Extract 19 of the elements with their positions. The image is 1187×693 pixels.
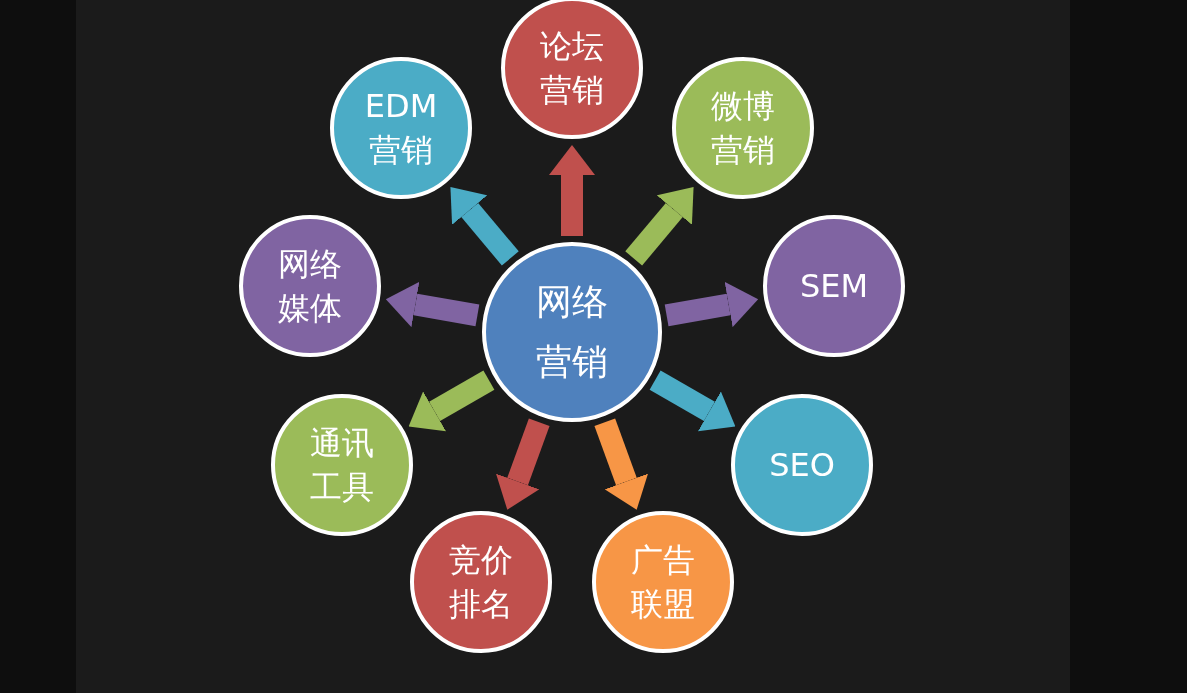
arrow [450,187,519,266]
circle-label: 广告联盟 [630,540,696,625]
arrow [649,370,736,432]
circle-label: 网络营销 [535,280,609,384]
arrow [625,187,694,266]
circle-label: SEM [798,266,870,307]
arrow [594,418,648,510]
circle-label: 竞价排名 [448,540,514,625]
circle-label: 网络媒体 [277,244,343,329]
circle-label: 论坛营销 [539,26,605,111]
arrow [385,281,480,328]
circle-label: EDM营销 [363,86,439,171]
circle-label: SEO [768,445,836,486]
circle-label: 微博营销 [710,86,776,171]
circle-label: 通讯工具 [309,423,375,508]
arrow [549,145,595,236]
arrow [664,281,759,328]
arrow [408,370,495,432]
arrow [496,418,550,510]
